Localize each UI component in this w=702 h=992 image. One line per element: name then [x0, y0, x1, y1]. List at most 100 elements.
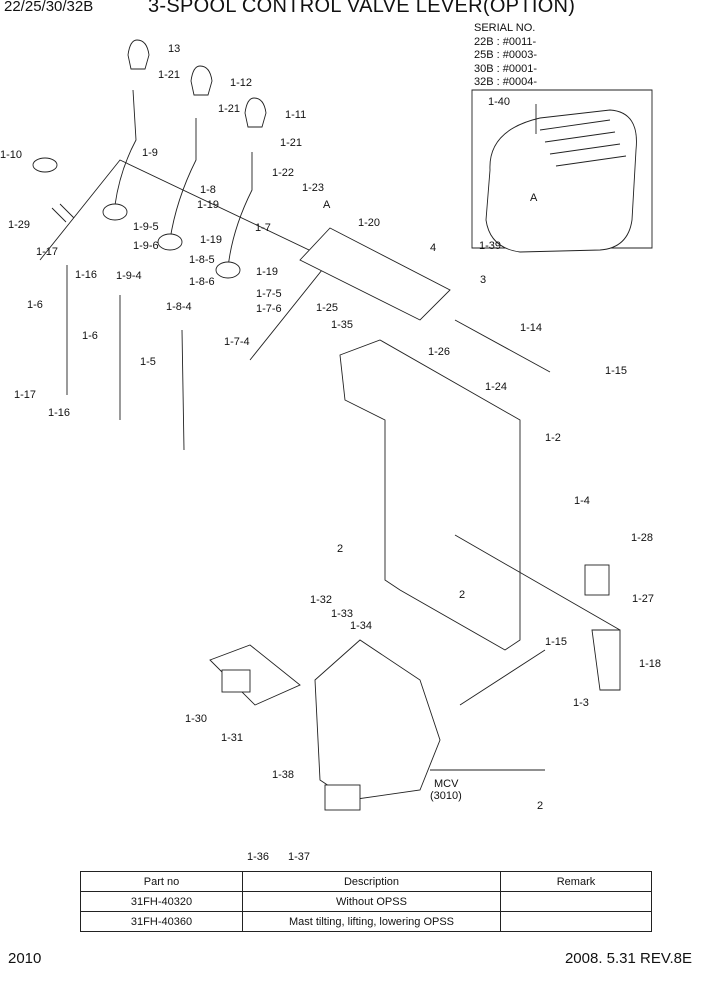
callout-label: 1-17 — [36, 246, 58, 258]
bracket-outline — [39, 159, 331, 361]
grommet — [32, 157, 58, 173]
table-cell — [500, 911, 652, 932]
callout-label: 2 — [459, 589, 465, 601]
cover-slots — [539, 119, 627, 167]
callout-label: 1-7 — [255, 222, 271, 234]
callout-label: 13 — [168, 43, 180, 55]
valve-end-cap — [324, 784, 361, 811]
page-title: 3-SPOOL CONTROL VALVE LEVER(OPTION) — [148, 0, 576, 17]
lever-knob — [127, 39, 150, 70]
callout-label: 1-37 — [288, 851, 310, 863]
serial-heading: SERIAL NO. — [474, 22, 536, 34]
solenoid-block — [221, 669, 251, 693]
shaft — [454, 319, 551, 373]
parts-table: Part no Description Remark 31FH-40320 Wi… — [80, 871, 652, 932]
callout-label: 1-12 — [230, 77, 252, 89]
valve-label: MCV — [434, 778, 459, 790]
table-header: Part no — [80, 871, 243, 892]
table-cell: 31FH-40320 — [80, 891, 243, 912]
callout-label: 1-4 — [574, 495, 590, 507]
callout-label: 1-39 — [479, 240, 501, 252]
table-header: Remark — [500, 871, 652, 892]
callout-label: 1-31 — [221, 732, 243, 744]
callout-label: 2 — [337, 543, 343, 555]
callout-label: 1-16 — [75, 269, 97, 281]
callout-label: 1-21 — [218, 103, 240, 115]
callout-label: 1-19 — [197, 199, 219, 211]
callout-label: 1-9-5 — [133, 221, 159, 233]
table-cell: 31FH-40360 — [80, 911, 243, 932]
callout-label: A — [530, 192, 538, 204]
table-header-row: Part no Description Remark — [80, 871, 652, 892]
callout-label: 1-8 — [200, 184, 216, 196]
lever-knob — [190, 65, 213, 96]
callout-label: 1-9-6 — [133, 240, 159, 252]
callout-label: 1-21 — [158, 69, 180, 81]
lever-knob — [244, 97, 267, 128]
mounting-plate — [339, 339, 521, 651]
callout-label: 1-24 — [485, 381, 507, 393]
link-rods — [66, 265, 185, 451]
lever-bracket — [299, 227, 451, 321]
table-header: Description — [242, 871, 501, 892]
callout-label: 1-5 — [140, 356, 156, 368]
callout-label: 1-9-4 — [116, 270, 142, 282]
callout-label: 1-20 — [358, 217, 380, 229]
switch-body — [584, 564, 610, 596]
table-row: 31FH-40320 Without OPSS — [80, 891, 652, 912]
lever-rod — [227, 152, 253, 269]
callout-label: 1-29 — [8, 219, 30, 231]
lever-boot — [215, 261, 241, 279]
leader-lines — [430, 534, 621, 771]
callout-label: 1-19 — [256, 266, 278, 278]
drawing — [32, 39, 653, 811]
callout-label: 1-33 — [331, 608, 353, 620]
callout-label: 3 — [480, 274, 486, 286]
switch-bracket — [591, 629, 621, 691]
serial-line: 32B : #0004- — [474, 76, 537, 88]
page-number: 2010 — [8, 950, 42, 967]
callout-label: 1-8-6 — [189, 276, 215, 288]
table-cell: Without OPSS — [242, 891, 501, 912]
callout-label: 1-9 — [142, 147, 158, 159]
callout-label: 1-6 — [82, 330, 98, 342]
callout-label: 1-40 — [488, 96, 510, 108]
callout-label: 1-7-6 — [256, 303, 282, 315]
table-cell: Mast tilting, lifting, lowering OPSS — [242, 911, 501, 932]
callout-label: 1-17 — [14, 389, 36, 401]
callout-label: 1-35 — [331, 319, 353, 331]
callout-label: 1-10 — [0, 149, 22, 161]
callout-label: 1-11 — [285, 109, 306, 121]
callout-label: 1-6 — [27, 299, 43, 311]
callout-label: 1-30 — [185, 713, 207, 725]
callout-label: 1-27 — [632, 593, 654, 605]
callout-label: 1-32 — [310, 594, 332, 606]
callout-label: A — [323, 199, 331, 211]
callout-label: 1-18 — [639, 658, 661, 670]
callout-label: 1-36 — [247, 851, 269, 863]
valve-label: (3010) — [430, 790, 462, 802]
model-range: 22/25/30/32B — [4, 0, 94, 15]
callout-label: 1-38 — [272, 769, 294, 781]
callout-label: 1-15 — [605, 365, 627, 377]
table-cell — [500, 891, 652, 912]
detail-inset-frame — [471, 89, 653, 249]
callout-label: 1-25 — [316, 302, 338, 314]
serial-line: 25B : #0003- — [474, 49, 537, 61]
callout-label: 1-15 — [545, 636, 567, 648]
callout-label: 1-16 — [48, 407, 70, 419]
callout-label: 1-7-5 — [256, 288, 282, 300]
control-valve-body — [314, 639, 441, 801]
serial-line: 30B : #0001- — [474, 62, 537, 75]
callout-label: 1-22 — [272, 167, 294, 179]
callout-label: 1-23 — [302, 182, 324, 194]
lever-boot — [157, 233, 183, 251]
callout-label: 2 — [537, 800, 543, 812]
callout-label: 1-28 — [631, 532, 653, 544]
callout-label: 1-7-4 — [224, 336, 250, 348]
serial-line: 22B : #0011- — [474, 35, 537, 48]
lever-rod — [169, 118, 197, 241]
callout-label: 1-19 — [200, 234, 222, 246]
